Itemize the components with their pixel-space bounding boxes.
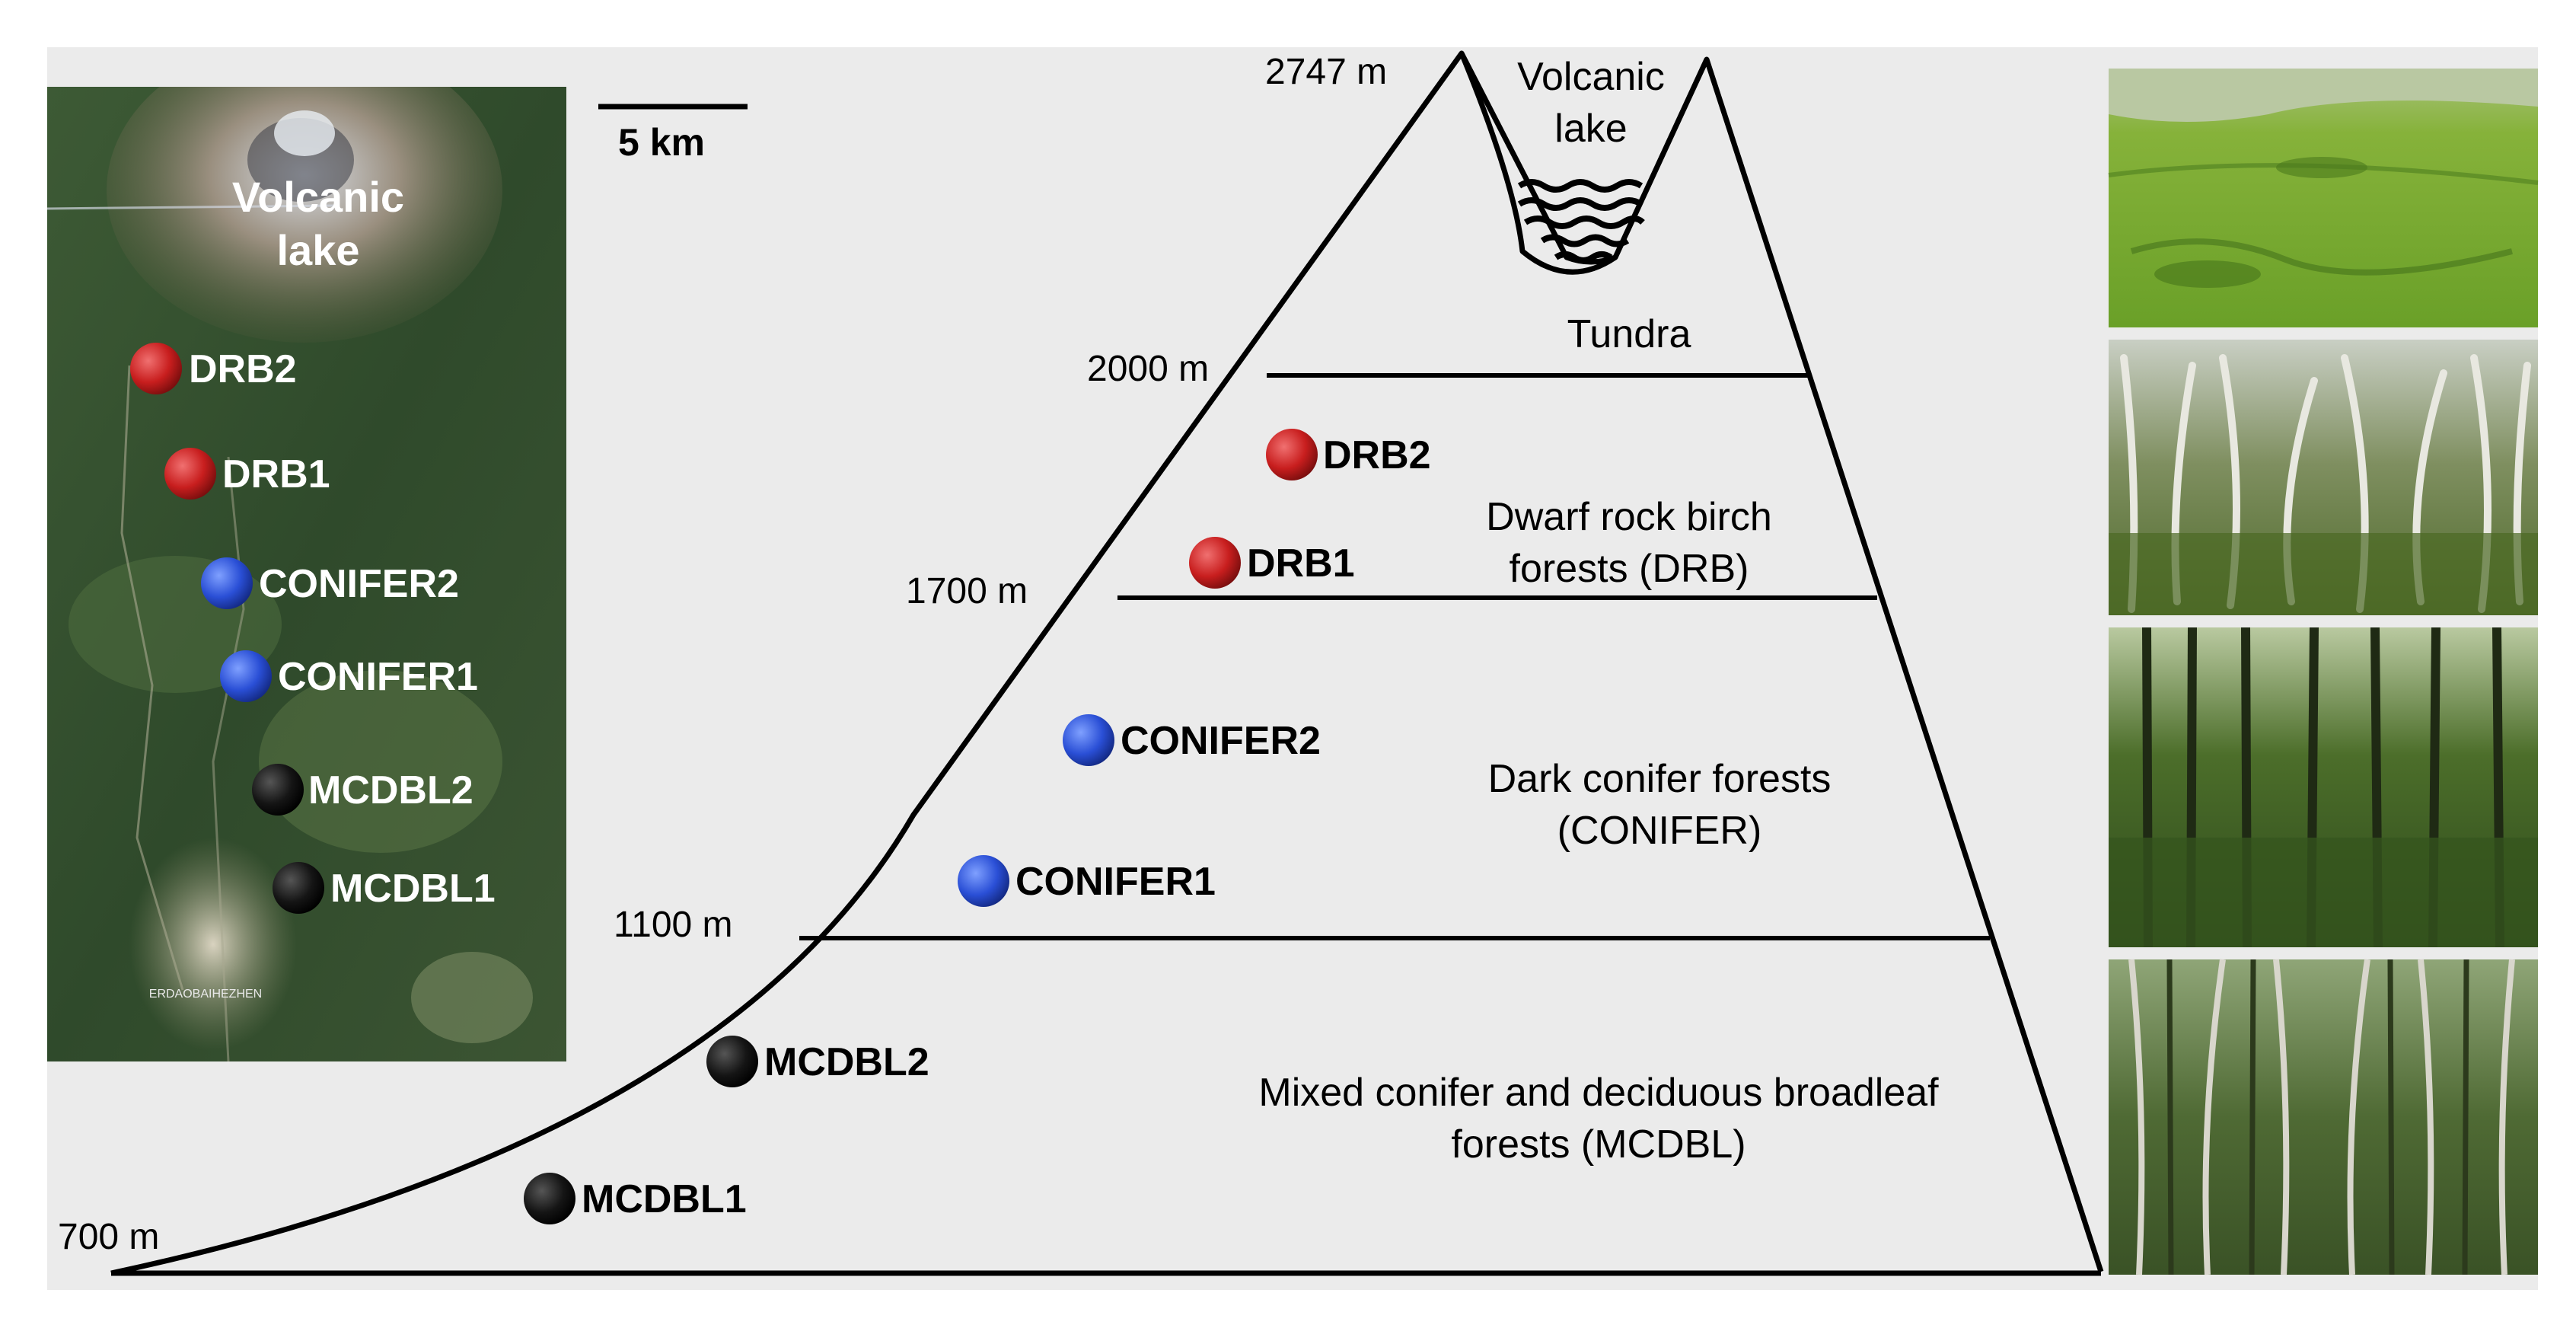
zone-label-mcdbl-line2: forests (MCDBL)	[1451, 1122, 1745, 1167]
profile-site-marker-drb1: DRB1	[1189, 537, 1355, 589]
profile-site-marker-mcdbl2: MCDBL2	[706, 1036, 929, 1087]
mountain-summit-area	[107, 87, 502, 343]
map-site-marker-drb2: DRB2	[130, 343, 297, 394]
elevation-label-1700m: 1700 m	[906, 571, 1028, 611]
profile-site-label-drb1: DRB1	[1247, 541, 1355, 586]
map-site-label-mcdbl1: MCDBL1	[330, 867, 496, 911]
zone-label-tundra: Tundra	[1567, 312, 1691, 356]
profile-site-marker-mcdbl1: MCDBL1	[524, 1173, 747, 1224]
map-site-label-conifer2: CONIFER2	[259, 562, 459, 606]
profile-site-label-conifer1: CONIFER1	[1015, 860, 1216, 904]
photo-conifer	[2109, 627, 2538, 948]
map-site-label-mcdbl2: MCDBL2	[308, 768, 473, 812]
profile-site-marker-conifer2: CONIFER2	[1063, 714, 1321, 766]
volcanic-lake-crater	[1459, 52, 1617, 275]
map-site-marker-mcdbl2: MCDBL2	[252, 764, 473, 816]
mountain-outline	[110, 50, 2104, 1276]
zone-label-drb-line1: Dwarf rock birch	[1486, 495, 1772, 539]
lake-wave-icon	[1517, 179, 1645, 263]
scale-bar-label: 5 km	[618, 121, 705, 164]
zone-label-mcdbl-line1: Mixed conifer and deciduous broadleaf	[1258, 1071, 1939, 1115]
elevation-label-700m: 700 m	[58, 1217, 159, 1257]
photo-dwarf-birch	[2109, 340, 2538, 615]
elevation-label-1100m: 1100 m	[614, 905, 733, 945]
elevation-label-2000m: 2000 m	[1087, 349, 1209, 389]
zone-label-lake-line1: Volcanic	[1517, 55, 1665, 99]
profile-site-label-drb2: DRB2	[1323, 433, 1431, 477]
map-lake-label-line1: Volcanic	[232, 173, 404, 221]
zone-label-lake-line2: lake	[1554, 107, 1627, 151]
profile-site-label-conifer2: CONIFER2	[1121, 719, 1321, 763]
map-site-label-drb1: DRB1	[222, 452, 330, 496]
map-site-marker-conifer1: CONIFER1	[220, 650, 478, 702]
profile-site-label-mcdbl2: MCDBL2	[764, 1040, 929, 1084]
map-lake-label-line2: lake	[277, 226, 360, 274]
map-site-marker-drb1: DRB1	[164, 448, 330, 500]
map-town-label: ERDAOBAIHEZHEN	[149, 988, 262, 1001]
scale-bar: 5 km	[598, 104, 748, 164]
zone-label-conifer-line1: Dark conifer forests	[1488, 757, 1832, 801]
elevation-label-peak: 2747 m	[1265, 52, 1387, 92]
zone-label-conifer-line2: (CONIFER)	[1557, 809, 1762, 853]
zone-label-drb-line2: forests (DRB)	[1510, 547, 1749, 591]
map-site-marker-mcdbl1: MCDBL1	[273, 862, 496, 914]
map-site-marker-conifer2: CONIFER2	[201, 557, 459, 609]
photo-tundra	[2108, 69, 2539, 327]
profile-site-marker-drb2: DRB2	[1266, 429, 1431, 480]
photo-mixed-broadleaf	[2109, 959, 2538, 1275]
map-site-label-conifer1: CONIFER1	[278, 655, 478, 699]
profile-site-marker-conifer1: CONIFER1	[958, 855, 1216, 907]
map-site-label-drb2: DRB2	[189, 347, 297, 391]
elevation-profile	[110, 50, 2104, 1276]
profile-site-label-mcdbl1: MCDBL1	[582, 1177, 747, 1221]
town-area	[129, 838, 297, 1051]
